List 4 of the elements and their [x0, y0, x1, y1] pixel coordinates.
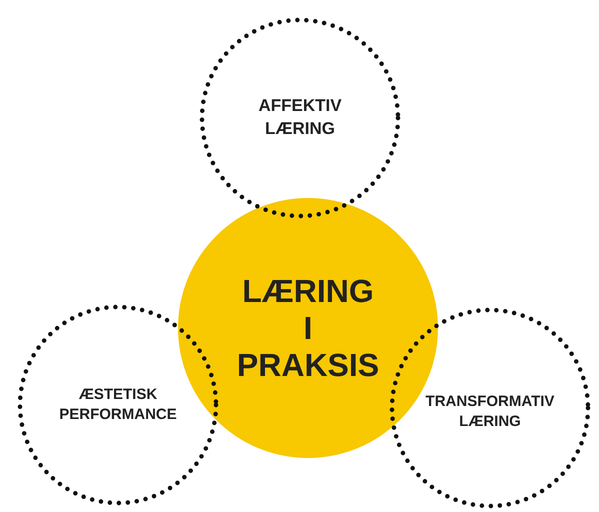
circle-label: TRANSFORMATIV LÆRING — [426, 392, 554, 432]
circle-label: AFFEKTIV LÆRING — [258, 95, 342, 140]
circle-label: ÆSTETISK PERFORMANCE — [59, 384, 177, 425]
circle-label: LÆRING I PRAKSIS — [236, 272, 380, 384]
